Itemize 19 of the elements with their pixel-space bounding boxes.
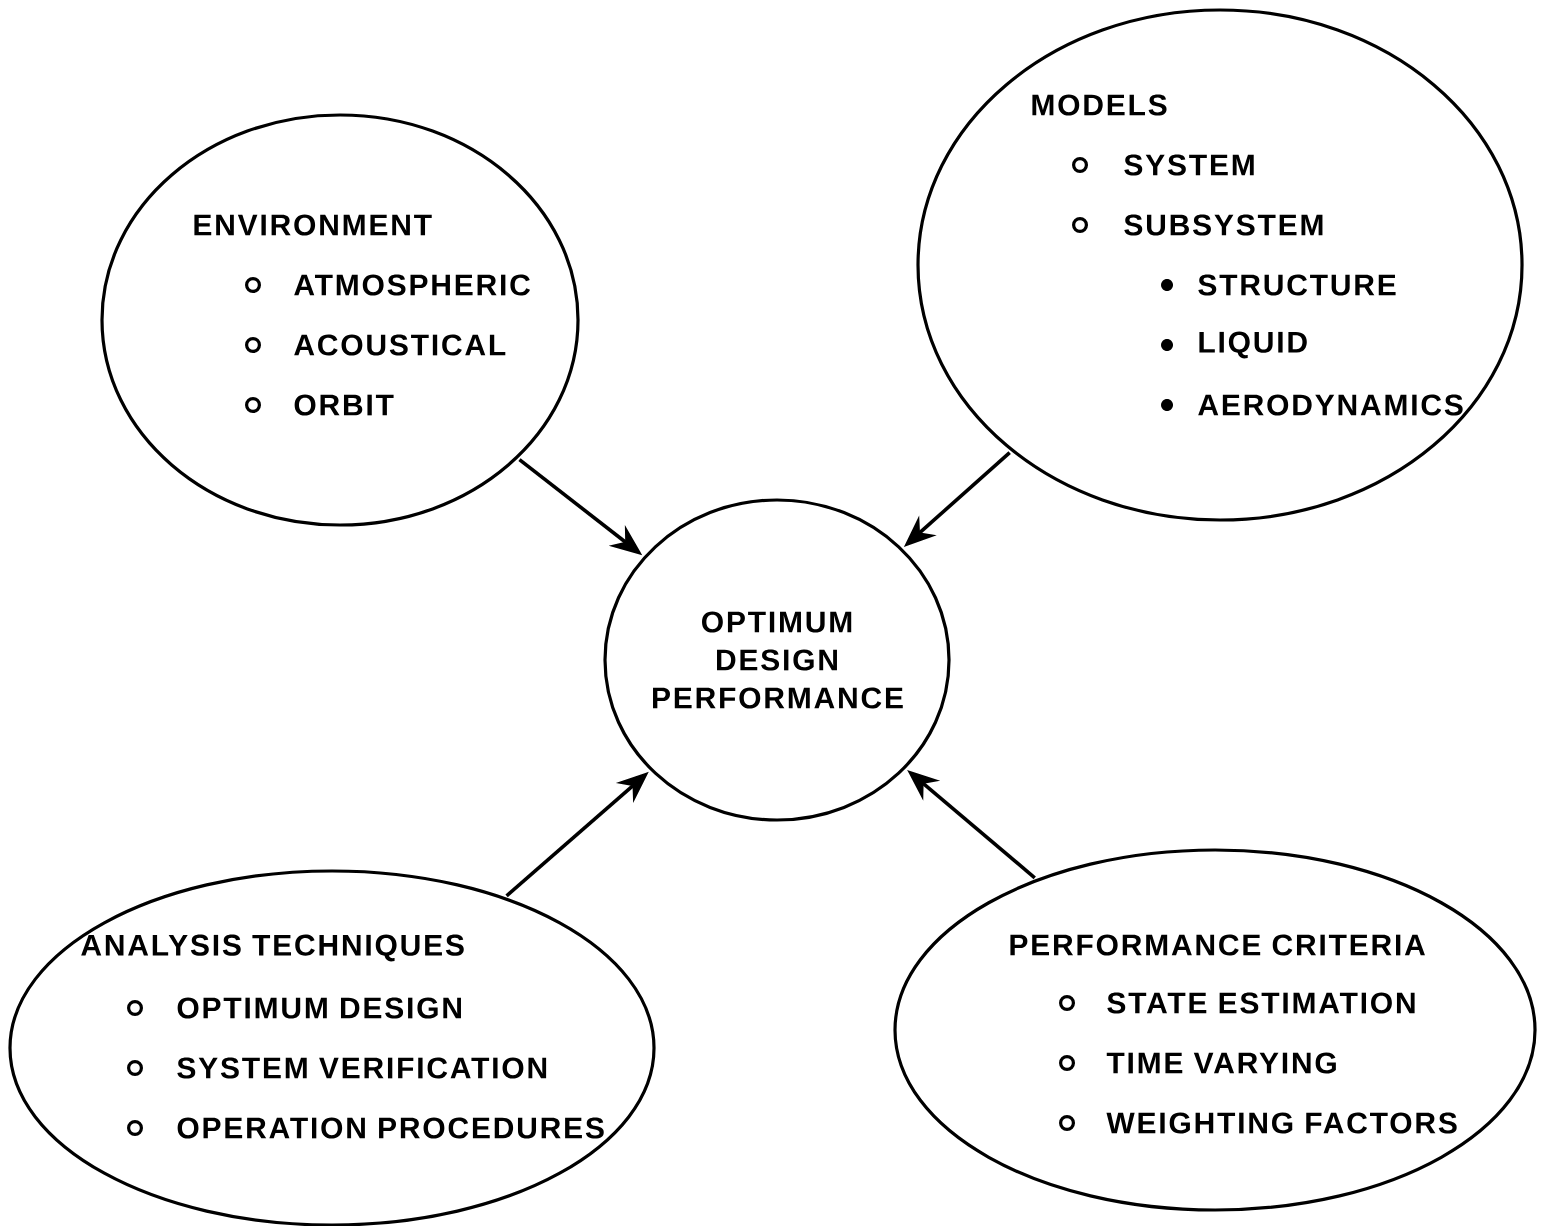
heading: MODELS xyxy=(1032,94,1167,116)
list-item: LIQUID xyxy=(1199,331,1307,359)
list-item: STRUCTURE xyxy=(1198,274,1396,296)
list-item: SYSTEM VERIFICATION xyxy=(177,1057,547,1079)
list-item: OPERATION PROCEDURES xyxy=(177,1117,604,1139)
list-item: STATE ESTIMATION xyxy=(1107,992,1415,1014)
circle-node: OPTIMUM DESIGN PERFORMANCE xyxy=(603,498,951,822)
list-item: TIME VARYING xyxy=(1106,1052,1336,1074)
heading: ENVIRONMENT xyxy=(194,214,432,236)
heading: ANALYSIS TECHNIQUES xyxy=(81,934,464,962)
heading: PERFORMANCE CRITERIA xyxy=(1010,934,1425,956)
list-item: SUBSYSTEM xyxy=(1124,214,1323,236)
list-item: ACOUSTICAL xyxy=(294,334,506,356)
list-item: SYSTEM xyxy=(1124,154,1254,176)
list-item: WEIGHTING FACTORS xyxy=(1106,1112,1457,1134)
list-item: ATMOSPHERIC xyxy=(294,274,530,296)
list-item: ORBIT xyxy=(294,394,394,416)
list-item: AERODYNAMICS xyxy=(1198,394,1463,416)
list-item: OPTIMUM DESIGN xyxy=(177,997,461,1019)
